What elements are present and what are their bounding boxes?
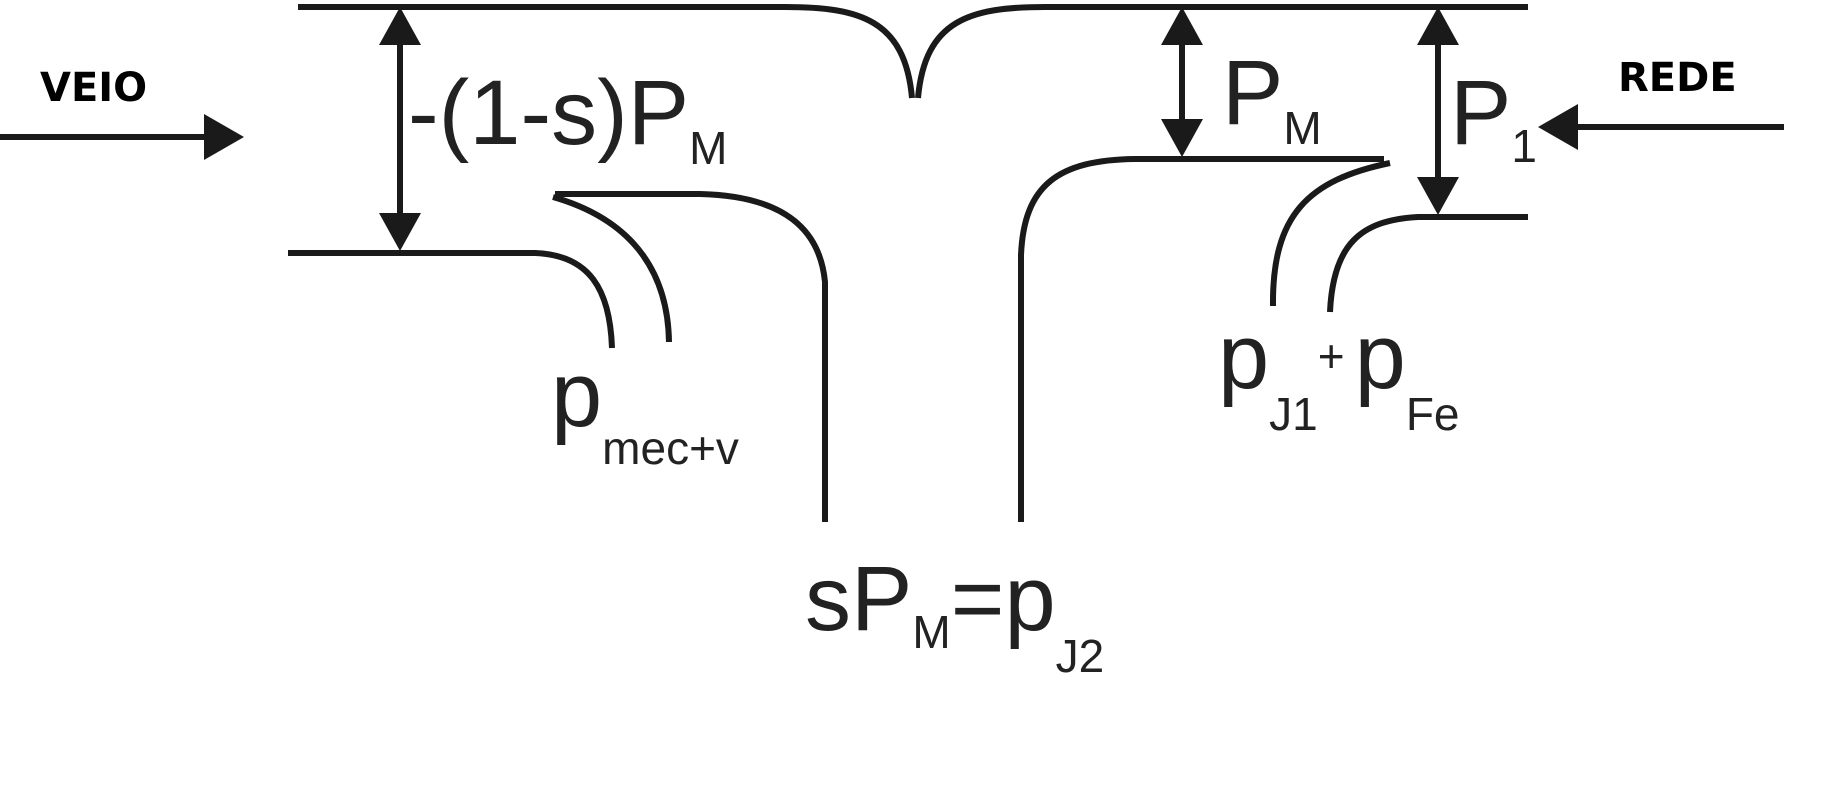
- air-gap-power-main: P: [1222, 42, 1283, 144]
- top-band: [298, 4, 1528, 99]
- air-gap-power-arrow: [1161, 7, 1203, 157]
- input-power-label: P1: [1450, 62, 1537, 172]
- mechanical-losses-label: pmec+v: [551, 344, 739, 474]
- rotor-losses-label: sPM=pJ2: [805, 548, 1104, 682]
- input-power-arrow: [1417, 7, 1459, 215]
- stator-joule-losses-main: p: [1218, 306, 1269, 408]
- equals-sign: =: [951, 548, 1005, 650]
- air-gap-power-sub: M: [1283, 102, 1321, 154]
- air-gap-band: [1018, 156, 1384, 522]
- input-power-main: P: [1450, 62, 1511, 164]
- rotor-power-P: P: [851, 548, 912, 650]
- mechanical-losses-main: p: [551, 344, 602, 446]
- mechanical-power-sub: M: [689, 122, 727, 174]
- mechanical-power-main: -(1-s)P: [408, 62, 689, 164]
- iron-losses-sub: Fe: [1406, 388, 1460, 440]
- iron-losses-main: p: [1355, 306, 1406, 408]
- input-power-sub: 1: [1511, 120, 1537, 172]
- plus-sign: +: [1318, 330, 1345, 382]
- slip-s: s: [805, 548, 851, 650]
- mechanical-band: [288, 194, 672, 349]
- stator-joule-losses-sub: J1: [1269, 388, 1318, 440]
- stator-loss-branch: [1269, 160, 1528, 313]
- grid-input-arrow: [1538, 104, 1784, 150]
- mechanical-power-label: -(1-s)PM: [408, 62, 727, 174]
- mechanical-losses-sub: mec+v: [602, 422, 739, 474]
- grid-label: REDE: [1618, 55, 1737, 101]
- air-gap-power-label: PM: [1222, 42, 1322, 154]
- stator-losses-label: pJ1+pFe: [1218, 306, 1460, 440]
- shaft-label: VEIO: [40, 65, 147, 111]
- rotor-joule-losses-sub: J2: [1056, 630, 1105, 682]
- rotor-loss-branch: [555, 191, 828, 522]
- mech-power-arrow: [379, 7, 421, 251]
- shaft-output-arrow: [0, 114, 244, 160]
- rotor-power-sub: M: [912, 606, 950, 658]
- rotor-joule-losses-main: p: [1004, 548, 1055, 650]
